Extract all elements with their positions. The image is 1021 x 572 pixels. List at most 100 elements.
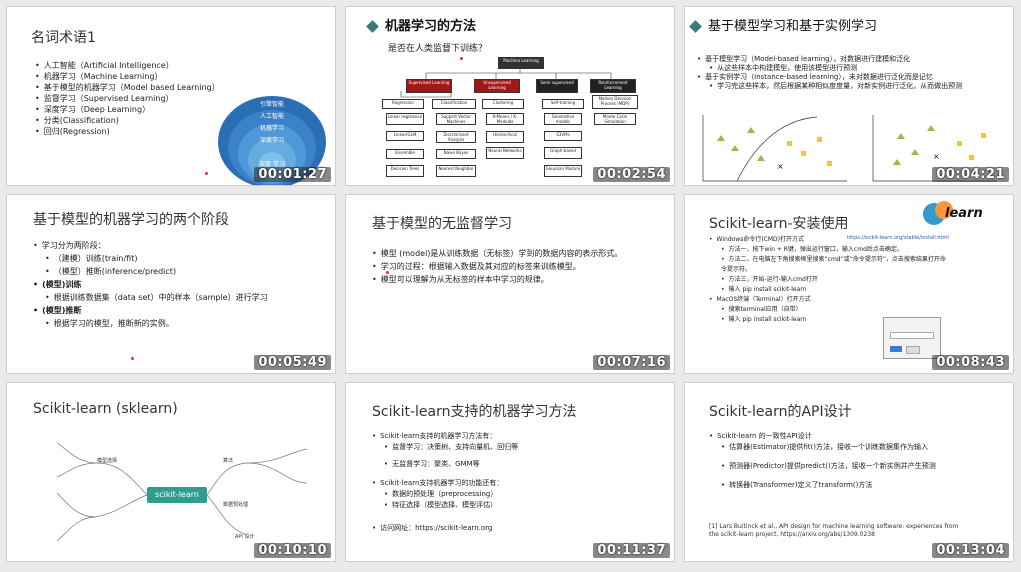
bullet: 转换器(Transformer)定义了transform()方法	[709, 480, 999, 491]
slide-title: 名词术语1	[31, 30, 96, 46]
bullet: 分类(Classification)	[35, 115, 220, 126]
bullet: 输入 pip install scikit-learn	[709, 285, 949, 295]
bullet: 基于实例学习（Instance-based learning），未对数据进行泛化…	[697, 73, 1007, 82]
leaf: S3VMs	[544, 131, 582, 141]
timestamp: 00:01:27	[254, 167, 331, 182]
bullet: 学习分为两阶段：	[33, 239, 323, 252]
cursor-dot	[460, 57, 463, 60]
bullet-list: 学习分为两阶段： （建模）训练(train/fit) （模型）推断(infere…	[33, 239, 323, 330]
bullet: MacOS终端（Terminal）打开方式	[709, 295, 949, 305]
sklearn-logo: learn	[923, 201, 993, 227]
timestamp: 00:04:21	[932, 167, 1009, 182]
slide-title: 机器学习的方法	[385, 19, 477, 34]
svg-text:×: ×	[933, 152, 940, 161]
bullet: 机器学习（Machine Learning）	[35, 71, 220, 82]
timestamp: 00:08:43	[932, 355, 1009, 370]
subcat: Self-training	[542, 99, 584, 109]
subcat: Markov Decision Process (MDP)	[592, 95, 638, 109]
tree-lines	[400, 67, 612, 98]
bullet-list: 人工智能（Artificial Intelligence） 机器学习（Machi…	[35, 60, 220, 137]
leaf: Decision Trees	[386, 165, 424, 177]
bullet-list: Scikit-learn 的一致性API设计 估算器(Estimator)提供f…	[709, 431, 999, 491]
timestamp: 00:10:10	[254, 543, 331, 558]
ring-label: 机器学习	[260, 124, 284, 132]
cursor-dot	[205, 172, 208, 175]
question-text: 是否在人类监督下训练？	[388, 44, 488, 54]
cursor-dot	[131, 357, 134, 360]
leaf: K-Means / K-Medoids	[486, 113, 524, 125]
bullet[interactable]: 访问网址：https://scikit-learn.org	[372, 523, 662, 534]
bullet: 监督学习：决策树、支持向量机、回归等	[372, 442, 662, 453]
leaf: Linear regression	[386, 113, 424, 125]
ring-label: 深度学习	[260, 136, 284, 144]
category-unsupervised: Unsupervised Learning	[474, 79, 520, 93]
cursor-dot	[386, 271, 389, 274]
run-dialog-screenshot	[883, 317, 941, 359]
bullet: 根据训练数据集（data set）中的样本（sample）进行学习	[33, 291, 323, 304]
bullet: 预测器(Predictor)提供predict()方法，接收一个新实例并产生预测	[709, 461, 999, 472]
diamond-icon	[689, 20, 702, 33]
bullet: 深度学习（Deep Learning）	[35, 104, 220, 115]
slide-title: 基于模型的机器学习的两个阶段	[33, 212, 229, 228]
bullet: 学习完这些样本，然后根据某种相似度度量，对新实例进行泛化，从而做出预测	[697, 82, 1007, 91]
subcat: Clustering	[482, 99, 524, 109]
slide-title-row: 机器学习的方法	[366, 15, 477, 34]
bullet: (模型)推断	[33, 304, 323, 317]
slide-title: Scikit-learn的API设计	[709, 404, 852, 420]
ring-label: 人工智能	[260, 112, 284, 120]
timestamp: 00:02:54	[593, 167, 670, 182]
bullet: 无监督学习：聚类、GMM等	[372, 459, 662, 470]
video-thumbnail-3[interactable]: 基于模型学习和基于实例学习 基于模型学习（Model-based learnin…	[684, 6, 1014, 186]
run-dialog-ok	[890, 346, 902, 352]
mindmap-branch: 算法	[223, 458, 234, 464]
mindmap-branch: API 设计	[235, 534, 255, 540]
svg-text:×: ×	[777, 162, 784, 171]
bullet: Scikit-learn 的一致性API设计	[709, 431, 999, 442]
run-dialog-cancel	[906, 346, 920, 354]
bullet: 输入 pip install scikit-learn	[709, 315, 949, 325]
video-thumbnail-4[interactable]: 基于模型的机器学习的两个阶段 学习分为两阶段： （建模）训练(train/fit…	[6, 194, 336, 374]
leaf: Hierarchical	[486, 131, 524, 143]
bullet: （模型）推断(inference/predict)	[33, 265, 323, 278]
slide-title: Scikit-learn-安装使用	[709, 216, 849, 232]
bullet: 基于模型学习（Model-based learning），对数据进行建模和泛化	[697, 55, 1007, 64]
video-thumbnail-9[interactable]: Scikit-learn的API设计 Scikit-learn 的一致性API设…	[684, 382, 1014, 562]
video-thumbnail-7[interactable]: Scikit-learn (sklearn) scikit-learn 算法 数…	[6, 382, 336, 562]
ring-label: 引擎智能	[260, 100, 284, 108]
bullet: Scikit-learn支持的机器学习方法有：	[372, 431, 662, 442]
leaf: Ensemble	[386, 149, 424, 159]
leaf: Linear/GLM	[386, 131, 424, 141]
bullet: 基于模型的机器学习（Model based Learning）	[35, 82, 220, 93]
leaf: Neural Networks	[486, 147, 524, 159]
video-thumbnail-2[interactable]: 机器学习的方法 是否在人类监督下训练？ Machine Learning Sup…	[345, 6, 675, 186]
subcat: Classification	[432, 99, 476, 109]
logo-circle-orange	[935, 201, 953, 219]
timestamp: 00:07:16	[593, 355, 670, 370]
bullet: 监督学习（Supervised Learning）	[35, 93, 220, 104]
bullet-list: 模型 (model)是从训练数据（无标签）学到的数据内容的表示形式。 学习的过程…	[372, 247, 662, 286]
ml-root: Machine Learning	[498, 57, 544, 69]
timestamp: 00:11:37	[593, 543, 670, 558]
leaf: Discriminant Analysis	[436, 131, 476, 143]
ring-label: 深度 学习	[259, 160, 285, 168]
bullet: 人工智能（Artificial Intelligence）	[35, 60, 220, 71]
video-thumbnail-6[interactable]: Scikit-learn-安装使用 learn https://scikit-l…	[684, 194, 1014, 374]
timestamp: 00:05:49	[254, 355, 331, 370]
video-thumbnail-5[interactable]: 基于模型的无监督学习 模型 (model)是从训练数据（无标签）学到的数据内容的…	[345, 194, 675, 374]
bullet: 从这些样本中构建模型，使用该模型进行预测	[697, 64, 1007, 73]
leaf: Monte Carlo Simulation	[594, 113, 636, 125]
bullet: 学习的过程：根据输入数据及其对应的标签来训练模型。	[372, 260, 662, 273]
mindmap-branch: 数据预处理	[223, 502, 249, 508]
timestamp: 00:13:04	[932, 543, 1009, 558]
slide-title: 基于模型的无监督学习	[372, 216, 512, 232]
video-thumbnail-8[interactable]: Scikit-learn支持的机器学习方法 Scikit-learn支持的机器学…	[345, 382, 675, 562]
bullet-list: Scikit-learn支持的机器学习方法有： 监督学习：决策树、支持向量机、回…	[372, 431, 662, 534]
bullet: 估算器(Estimator)提供fit()方法，接收一个训练数据集作为输入	[709, 442, 999, 453]
leaf: Nearest Neighbor	[436, 165, 476, 177]
subcat: Regression	[382, 99, 424, 109]
slide-title: Scikit-learn支持的机器学习方法	[372, 404, 577, 420]
bullet: 数据的预处理（preprocessing）	[372, 489, 662, 500]
category-semi: Semi-supervised	[536, 79, 578, 93]
reference-text: [1] Lars Buitinck et al., API design for…	[709, 523, 959, 538]
video-thumbnail-1[interactable]: 名词术语1 人工智能（Artificial Intelligence） 机器学习…	[6, 6, 336, 186]
